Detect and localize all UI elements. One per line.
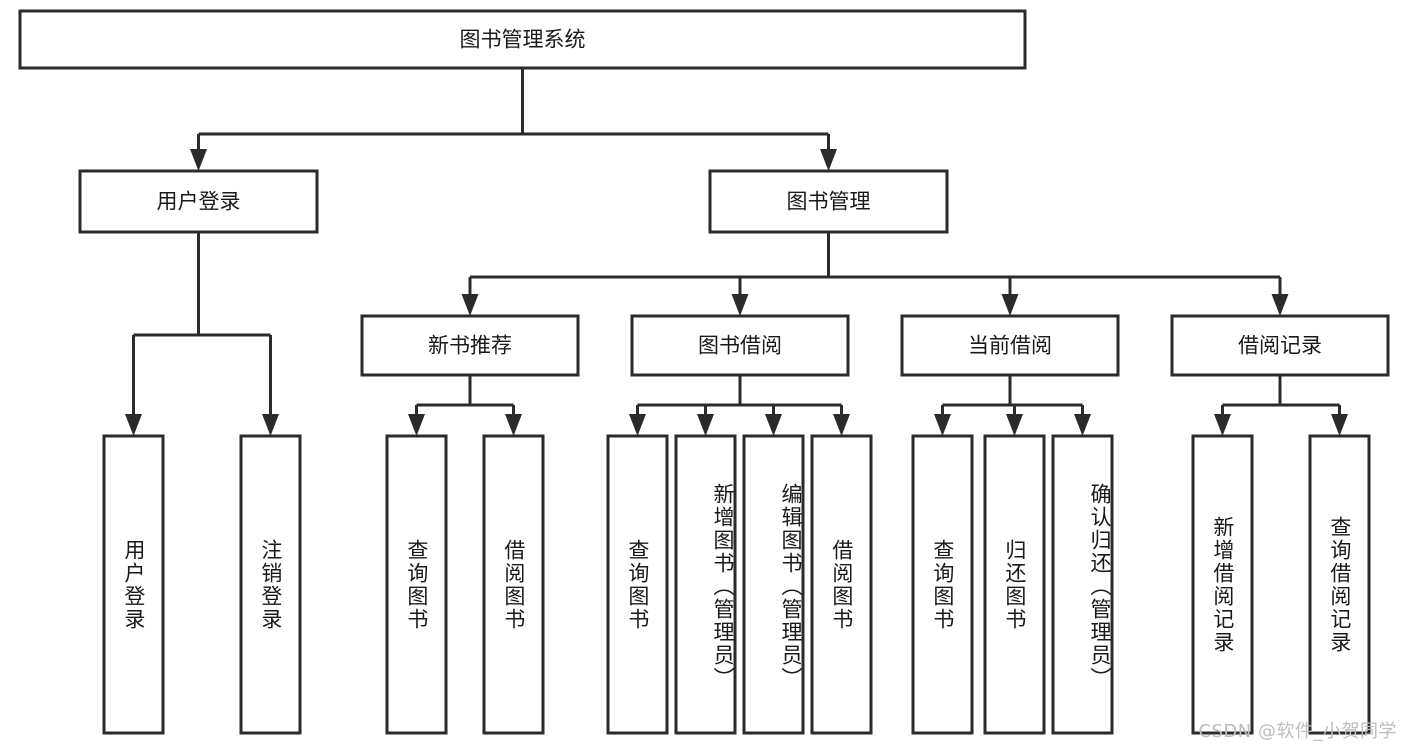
- node-leaf-cur-confirm[interactable]: [1051, 434, 1114, 735]
- node-box: [810, 434, 873, 735]
- node-book-borrow[interactable]: 图书借阅: [630, 314, 850, 377]
- arrow-head-icon: [1074, 414, 1091, 436]
- arrow-head-icon: [1214, 414, 1231, 436]
- watermark-text: CSDN @软件_小贺同学: [1198, 721, 1397, 742]
- node-label: 图书管理系统: [460, 28, 586, 52]
- arrow-head-icon: [765, 414, 782, 436]
- node-box: [1191, 434, 1254, 735]
- node-leaf-borrow-query[interactable]: [606, 434, 669, 735]
- node-label: 用户登录: [157, 190, 241, 214]
- node-box: [911, 434, 974, 735]
- node-box: [900, 314, 1120, 377]
- arrow-head-icon: [731, 294, 749, 316]
- arrow-head-icon: [934, 414, 951, 436]
- node-box: [482, 434, 545, 735]
- node-box: [1308, 434, 1371, 735]
- node-root[interactable]: 图书管理系统: [18, 9, 1027, 70]
- arrow-head-icon: [125, 414, 142, 436]
- arrow-head-icon: [1331, 414, 1348, 436]
- node-box: [674, 434, 737, 735]
- node-book-manage[interactable]: 图书管理: [708, 169, 949, 234]
- node-current-borrow[interactable]: 当前借阅: [900, 314, 1120, 377]
- node-label: 借阅记录: [1238, 334, 1322, 358]
- arrow-head-icon: [697, 414, 714, 436]
- node-box: [360, 314, 580, 377]
- arrow-head-icon: [262, 414, 279, 436]
- node-leaf-cur-query[interactable]: [911, 434, 974, 735]
- node-label: 新书推荐: [428, 334, 512, 358]
- node-leaf-user-login[interactable]: [102, 434, 165, 735]
- node-box: [983, 434, 1046, 735]
- node-borrow-record[interactable]: 借阅记录: [1170, 314, 1390, 377]
- node-box: [18, 9, 1027, 70]
- node-box: [708, 169, 949, 234]
- node-leaf-borrow-do[interactable]: [810, 434, 873, 735]
- node-leaf-rec-add[interactable]: [1191, 434, 1254, 735]
- node-box: [742, 434, 805, 735]
- arrow-head-icon: [629, 414, 646, 436]
- node-box: [606, 434, 669, 735]
- arrow-head-icon: [190, 149, 207, 171]
- node-user-login[interactable]: 用户登录: [78, 169, 319, 234]
- arrow-head-icon: [1006, 414, 1023, 436]
- arrow-head-icon: [505, 414, 522, 436]
- arrow-head-icon: [1001, 294, 1019, 316]
- node-box: [78, 169, 319, 234]
- node-leaf-borrow-add[interactable]: [674, 434, 737, 735]
- connector-layer: [125, 68, 1348, 436]
- node-leaf-rec-borrow[interactable]: [482, 434, 545, 735]
- node-new-book-rec[interactable]: 新书推荐: [360, 314, 580, 377]
- node-box: [239, 434, 302, 735]
- node-box: [1051, 434, 1114, 735]
- node-box: [102, 434, 165, 735]
- arrow-head-icon: [408, 414, 425, 436]
- node-leaf-borrow-edit[interactable]: [742, 434, 805, 735]
- node-box: [1170, 314, 1390, 377]
- node-leaf-user-logout[interactable]: [239, 434, 302, 735]
- node-leaf-cur-return[interactable]: [983, 434, 1046, 735]
- arrow-head-icon: [820, 149, 837, 171]
- node-leaf-rec-query2[interactable]: [1308, 434, 1371, 735]
- node-label: 图书借阅: [698, 334, 782, 358]
- node-box: [630, 314, 850, 377]
- arrow-head-icon: [1271, 294, 1289, 316]
- arrow-head-icon: [461, 294, 479, 316]
- node-label: 当前借阅: [968, 334, 1052, 358]
- node-label: 图书管理: [787, 190, 871, 214]
- arrow-head-icon: [833, 414, 850, 436]
- node-leaf-rec-query[interactable]: [385, 434, 448, 735]
- node-box: [385, 434, 448, 735]
